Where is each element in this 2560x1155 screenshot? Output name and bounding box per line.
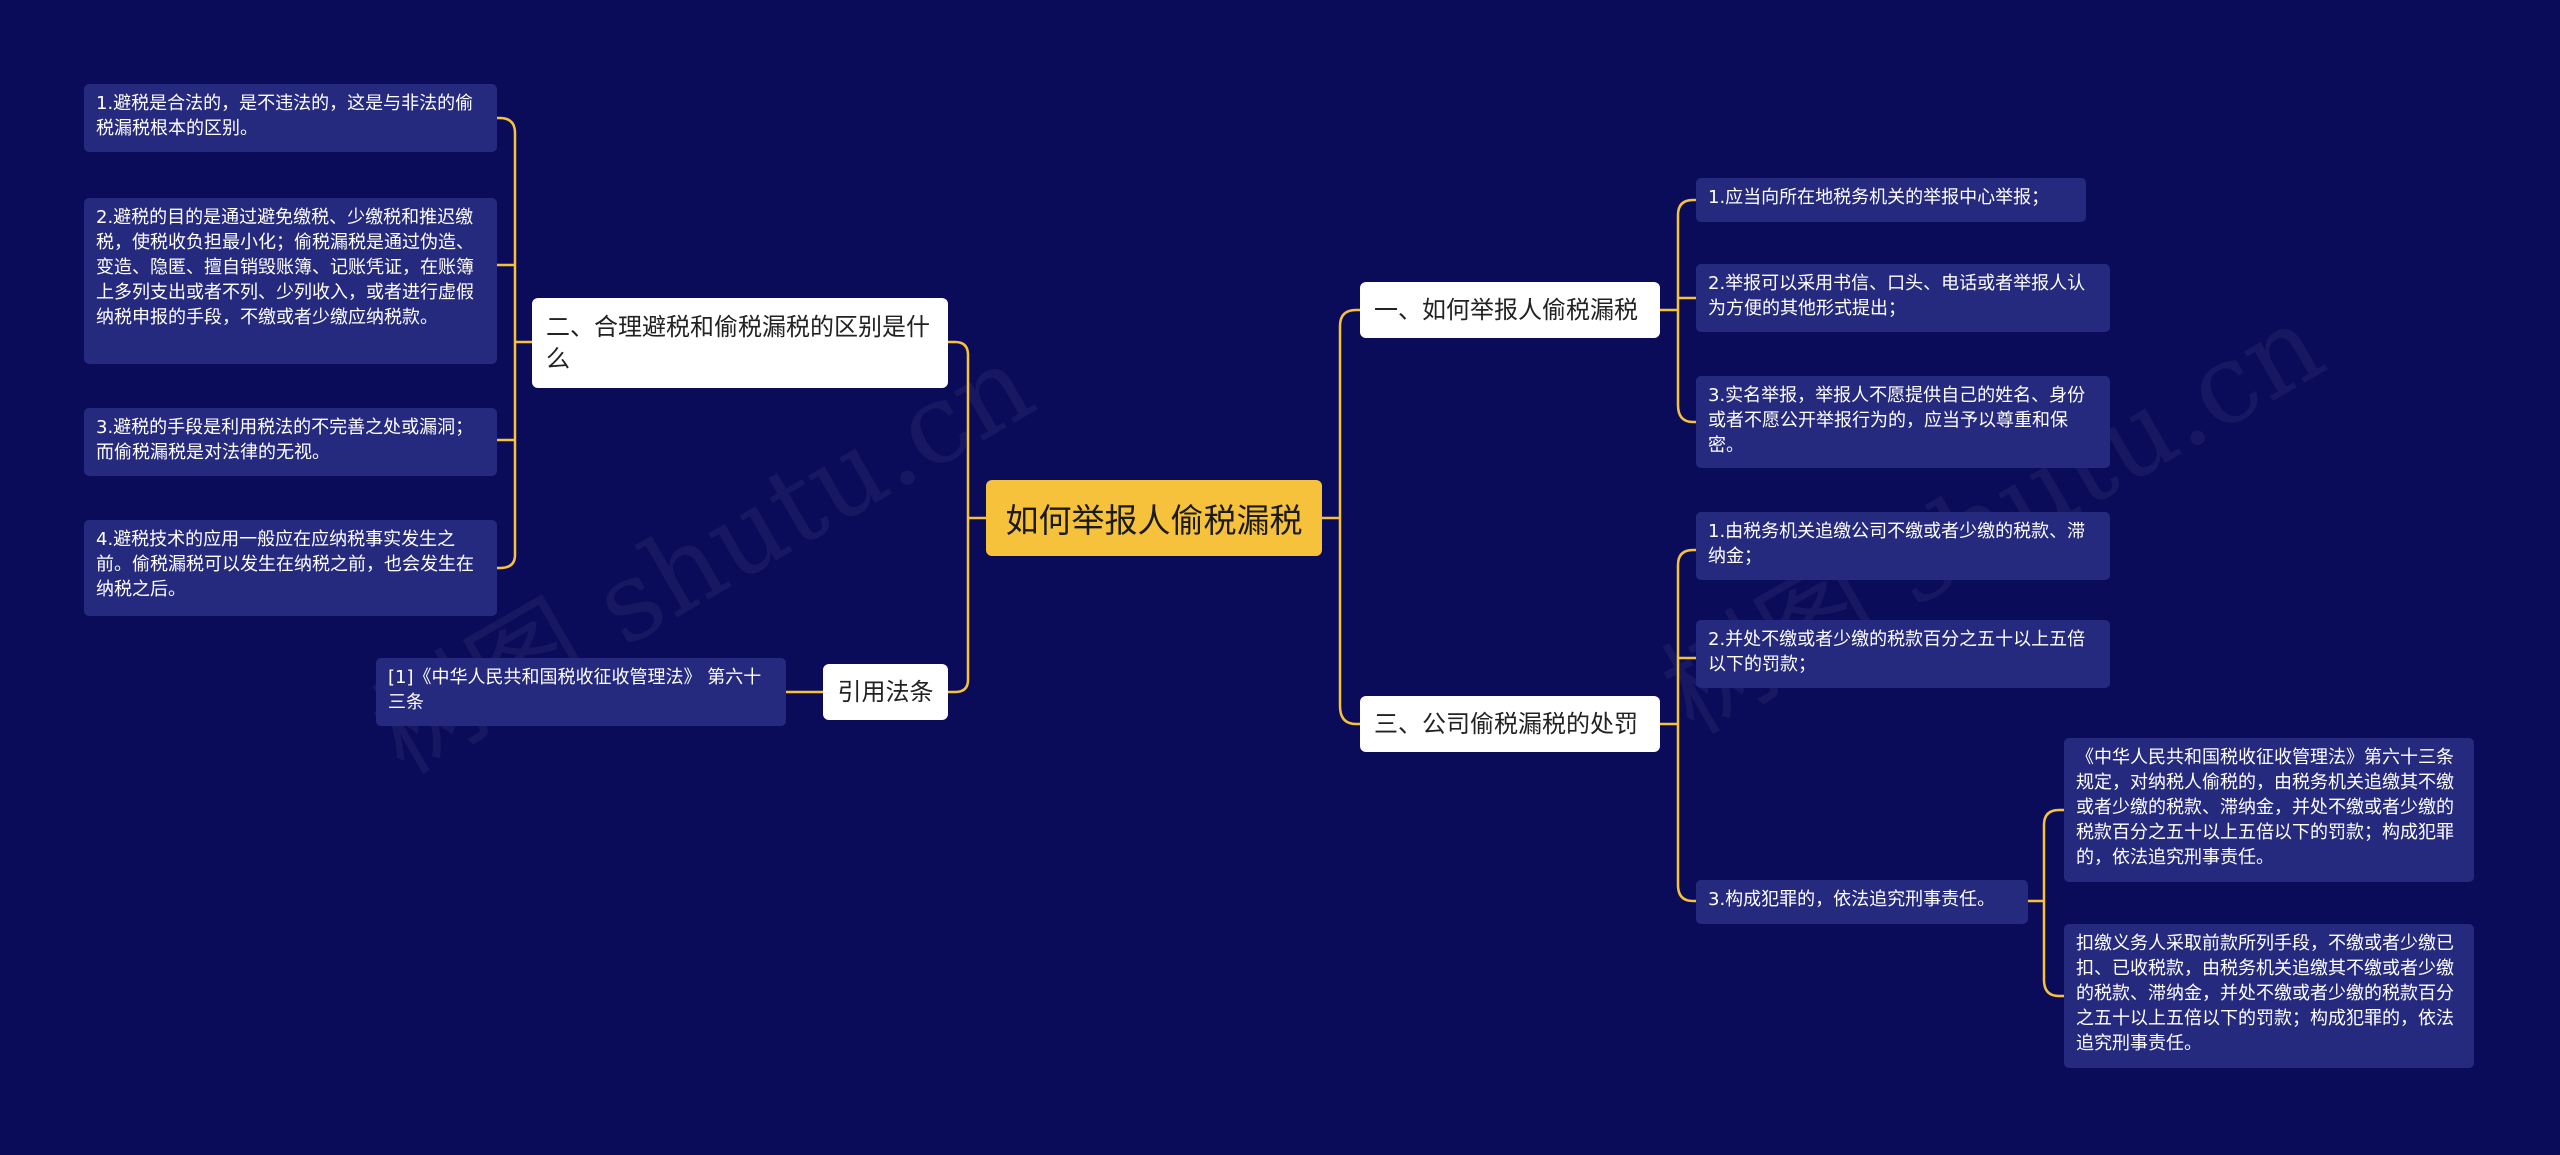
leaf-text: 1.避税是合法的，是不违法的，这是与非法的偷税漏税根本的区别。 (96, 93, 474, 139)
branch-how-to-report[interactable]: 一、如何举报人偷税漏税 (1360, 282, 1660, 338)
leaf-b4-1[interactable]: [1]《中华人民共和国税收征收管理法》 第六十三条 (376, 658, 786, 726)
leaf-b3-1[interactable]: 1.由税务机关追缴公司不缴或者少缴的税款、滞纳金； (1696, 512, 2110, 580)
connector-root-right (1322, 308, 1360, 726)
leaf-text: 1.应当向所在地税务机关的举报中心举报； (1708, 187, 2050, 208)
leaf-b1-1[interactable]: 1.应当向所在地税务机关的举报中心举报； (1696, 178, 2086, 222)
branch-penalties[interactable]: 三、公司偷税漏税的处罚 (1360, 696, 1660, 752)
leaf-text: 扣缴义务人采取前款所列手段，不缴或者少缴已扣、已收税款，由税务机关追缴其不缴或者… (2076, 933, 2454, 1054)
branch-cited-law[interactable]: 引用法条 (823, 664, 948, 720)
leaf-b3-2[interactable]: 2.并处不缴或者少缴的税款百分之五十以上五倍以下的罚款； (1696, 620, 2110, 688)
connector-b1 (1660, 198, 1696, 424)
leaf-text: 2.举报可以采用书信、口头、电话或者举报人认为方便的其他形式提出； (1708, 273, 2086, 319)
branch-label: 三、公司偷税漏税的处罚 (1374, 710, 1638, 738)
leaf-text: 《中华人民共和国税收征收管理法》第六十三条规定，对纳税人偷税的，由税务机关追缴其… (2076, 747, 2454, 868)
leaf-text: 1.由税务机关追缴公司不缴或者少缴的税款、滞纳金； (1708, 521, 2086, 567)
leaf-text: 3.避税的手段是利用税法的不完善之处或漏洞；而偷税漏税是对法律的无视。 (96, 417, 474, 463)
leaf-b3-sub-2[interactable]: 扣缴义务人采取前款所列手段，不缴或者少缴已扣、已收税款，由税务机关追缴其不缴或者… (2064, 924, 2474, 1068)
branch-label: 一、如何举报人偷税漏税 (1374, 296, 1638, 324)
leaf-text: 2.并处不缴或者少缴的税款百分之五十以上五倍以下的罚款； (1708, 629, 2086, 675)
leaf-b1-3[interactable]: 3.实名举报，举报人不愿提供自己的姓名、身份或者不愿公开举报行为的，应当予以尊重… (1696, 376, 2110, 468)
leaf-text: 3.实名举报，举报人不愿提供自己的姓名、身份或者不愿公开举报行为的，应当予以尊重… (1708, 385, 2086, 456)
root-topic[interactable]: 如何举报人偷税漏税 (986, 480, 1322, 556)
leaf-b2-1[interactable]: 1.避税是合法的，是不违法的，这是与非法的偷税漏税根本的区别。 (84, 84, 497, 152)
leaf-b3-3[interactable]: 3.构成犯罪的，依法追究刑事责任。 (1696, 880, 2028, 924)
connector-b2 (497, 116, 532, 570)
leaf-b1-2[interactable]: 2.举报可以采用书信、口头、电话或者举报人认为方便的其他形式提出； (1696, 264, 2110, 332)
leaf-b2-4[interactable]: 4.避税技术的应用一般应在应纳税事实发生之前。偷税漏税可以发生在纳税之前，也会发… (84, 520, 497, 616)
connector-b3 (1660, 548, 1696, 903)
leaf-text: 2.避税的目的是通过避免缴税、少缴税和推迟缴税，使税收负担最小化；偷税漏税是通过… (96, 207, 474, 328)
leaf-b3-sub-1[interactable]: 《中华人民共和国税收征收管理法》第六十三条规定，对纳税人偷税的，由税务机关追缴其… (2064, 738, 2474, 882)
connector-root-left (948, 340, 986, 694)
leaf-text: 3.构成犯罪的，依法追究刑事责任。 (1708, 889, 1996, 910)
root-topic-label: 如何举报人偷税漏税 (1005, 501, 1303, 540)
leaf-text: 4.避税技术的应用一般应在应纳税事实发生之前。偷税漏税可以发生在纳税之前，也会发… (96, 529, 474, 600)
branch-label: 二、合理避税和偷税漏税的区别是什么 (546, 313, 930, 373)
leaf-b2-2[interactable]: 2.避税的目的是通过避免缴税、少缴税和推迟缴税，使税收负担最小化；偷税漏税是通过… (84, 198, 497, 364)
branch-avoidance-vs-evasion[interactable]: 二、合理避税和偷税漏税的区别是什么 (532, 298, 948, 388)
leaf-text: [1]《中华人民共和国税收征收管理法》 第六十三条 (388, 667, 762, 713)
branch-label: 引用法条 (837, 678, 934, 706)
leaf-b2-3[interactable]: 3.避税的手段是利用税法的不完善之处或漏洞；而偷税漏税是对法律的无视。 (84, 408, 497, 476)
connector-b3-sub (2028, 808, 2064, 998)
